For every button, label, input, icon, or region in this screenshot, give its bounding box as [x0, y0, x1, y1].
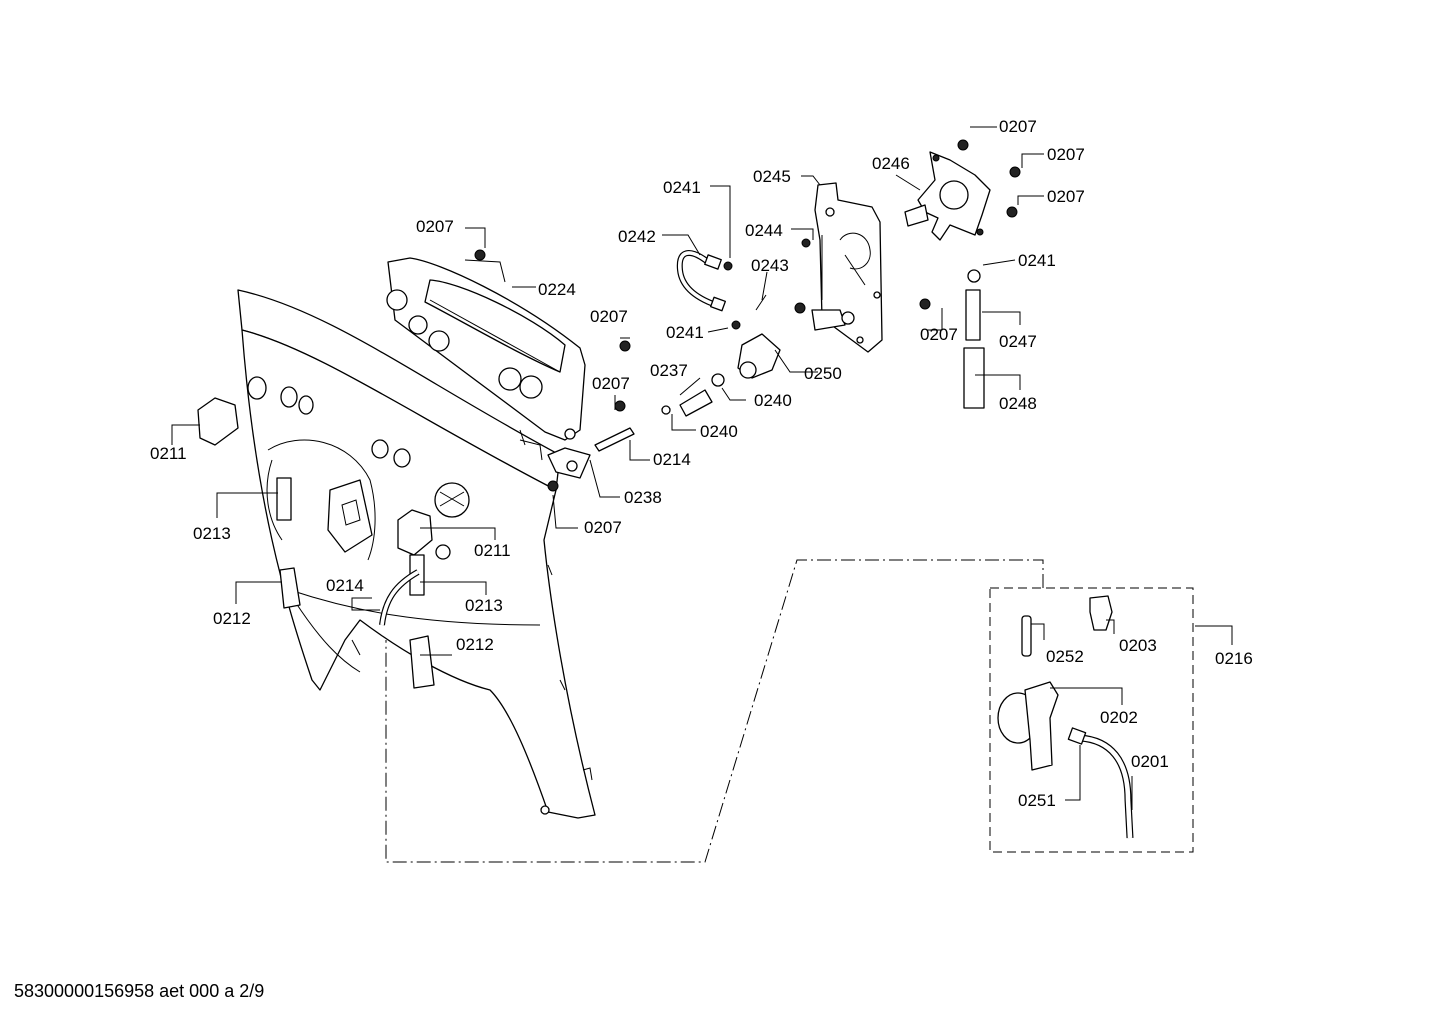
subassembly-0216 — [385, 559, 1194, 863]
callout-0240: 0240 — [700, 422, 738, 441]
drawing-id-footer: 58300000156958 aet 000 a 2/9 — [14, 981, 265, 1001]
callout-0240: 0240 — [754, 391, 792, 410]
callout-0238: 0238 — [624, 488, 662, 507]
callout-0224: 0224 — [538, 280, 576, 299]
callout-0201: 0201 — [1131, 752, 1169, 771]
callout-0214: 0214 — [326, 576, 364, 595]
callout-0207: 0207 — [584, 518, 622, 537]
callout-0202: 0202 — [1100, 708, 1138, 727]
callout-0212: 0212 — [456, 635, 494, 654]
callout-0252: 0252 — [1046, 647, 1084, 666]
callout-0207: 0207 — [590, 307, 628, 326]
callout-0216: 0216 — [1215, 649, 1253, 668]
control-module-0224 — [386, 257, 586, 446]
callout-0243: 0243 — [751, 256, 789, 275]
callout-0211: 0211 — [474, 541, 511, 560]
callout-0211: 0211 — [150, 444, 187, 463]
callout-0207: 0207 — [1047, 145, 1085, 164]
callout-0241: 0241 — [1018, 251, 1056, 270]
callout-0251: 0251 — [1018, 791, 1056, 810]
callout-0237: 0237 — [650, 361, 688, 380]
callout-0207: 0207 — [416, 217, 454, 236]
callout-0244: 0244 — [745, 221, 783, 240]
small-parts — [197, 139, 1021, 689]
callout-0241: 0241 — [666, 323, 704, 342]
callout-0207: 0207 — [999, 117, 1037, 136]
leader-lines — [171, 126, 1233, 810]
callout-0245: 0245 — [753, 167, 791, 186]
callout-0207: 0207 — [1047, 187, 1085, 206]
callout-0214: 0214 — [653, 450, 691, 469]
hose-0242 — [676, 250, 726, 312]
callout-0212: 0212 — [213, 609, 251, 628]
callout-0250: 0250 — [804, 364, 842, 383]
callout-0203: 0203 — [1119, 636, 1157, 655]
callout-0213: 0213 — [193, 524, 231, 543]
callout-0247: 0247 — [999, 332, 1037, 351]
callout-0207: 0207 — [592, 374, 630, 393]
callout-0242: 0242 — [618, 227, 656, 246]
mount-0246 — [904, 151, 991, 241]
callout-0248: 0248 — [999, 394, 1037, 413]
callout-0241: 0241 — [663, 178, 701, 197]
callout-0207: 0207 — [920, 325, 958, 344]
callout-0213: 0213 — [465, 596, 503, 615]
callout-0246: 0246 — [872, 154, 910, 173]
callout-labels: 0207 0207 0207 0246 0241 0245 0244 0242 … — [150, 117, 1253, 810]
